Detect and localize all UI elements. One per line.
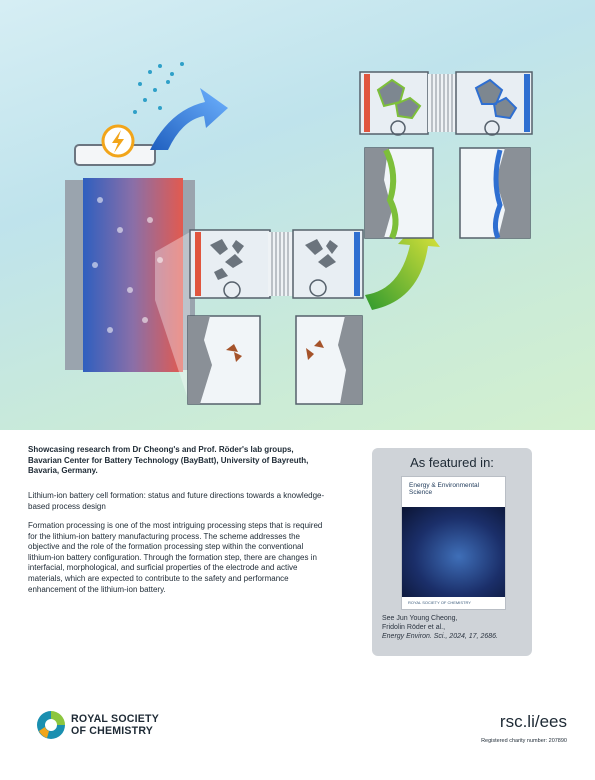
- battery-cell: [65, 144, 195, 372]
- zoom-funnel: [155, 232, 190, 405]
- publisher-name-line2: OF CHEMISTRY: [71, 725, 154, 737]
- publisher-name-line1: ROYAL SOCIETY: [71, 713, 159, 725]
- featured-panel: As featured in: Energy & Environmental S…: [372, 448, 532, 656]
- lightning-icon: [101, 124, 135, 158]
- battery-formation-scheme: [65, 62, 533, 405]
- panel-after-formation: [359, 71, 533, 136]
- reference-authors-2: Fridolin Röder et al.,: [382, 624, 446, 631]
- journal-url[interactable]: rsc.li/ees: [499, 712, 567, 731]
- charity-number: Registered charity number: 207890: [481, 738, 567, 744]
- zoom-detail-before: [187, 315, 363, 405]
- showcase-caption: Showcasing research from Dr Cheong's and…: [28, 445, 309, 476]
- formation-arrow: [365, 220, 440, 310]
- reference-authors-1: See Jun Young Cheong,: [382, 615, 458, 622]
- journal-cover-thumbnail[interactable]: Energy & Environmental Science ROYAL SOC…: [401, 476, 506, 610]
- reference-citation: Energy Environ. Sci., 2024, 17, 2686.: [382, 633, 498, 640]
- cover-illustration: [0, 0, 595, 430]
- journal-cover-title: Energy & Environmental Science: [409, 482, 480, 497]
- gas-release: [133, 62, 228, 150]
- journal-cover-footer: ROYAL SOCIETY OF CHEMISTRY: [408, 600, 471, 605]
- rsc-emblem-icon: [37, 711, 65, 739]
- article-title: Lithium-ion battery cell formation: stat…: [28, 491, 325, 511]
- featured-heading: As featured in:: [410, 455, 494, 470]
- zoom-detail-after: [364, 147, 531, 240]
- panel-before-formation: [189, 229, 364, 299]
- article-summary: Formation processing is one of the most …: [28, 521, 323, 594]
- featured-reference: See Jun Young Cheong, Fridolin Röder et …: [382, 614, 527, 641]
- journal-cover-art: [402, 507, 505, 597]
- rsc-logo: ROYAL SOCIETY OF CHEMISTRY: [35, 705, 195, 745]
